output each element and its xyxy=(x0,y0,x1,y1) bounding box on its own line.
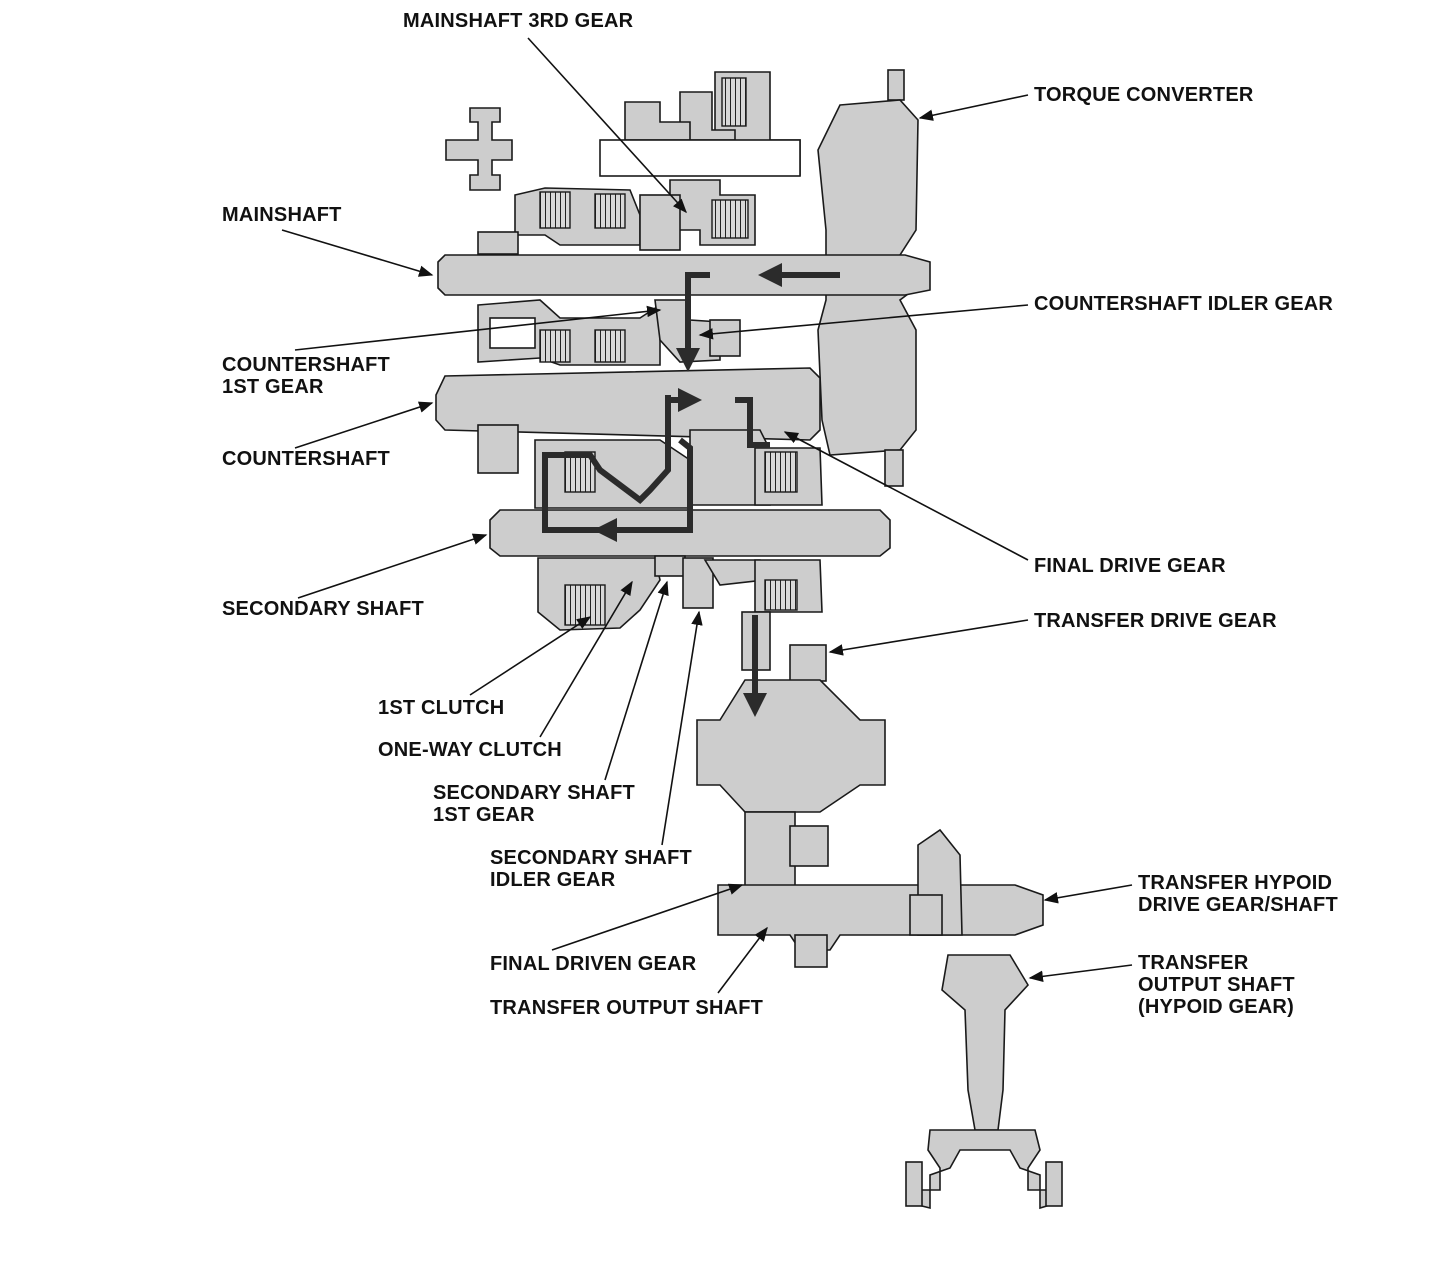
label-transfer-hypoid-drive-gear: TRANSFER HYPOID DRIVE GEAR/SHAFT xyxy=(1138,872,1338,916)
label-transfer-output-hypoid: TRANSFER OUTPUT SHAFT (HYPOID GEAR) xyxy=(1138,952,1295,1018)
leader-lines xyxy=(281,37,1133,994)
label-torque-converter: TORQUE CONVERTER xyxy=(1034,84,1254,106)
label-countershaft-1st-gear-line2: 1ST GEAR xyxy=(222,376,324,398)
label-transfer-output-shaft: TRANSFER OUTPUT SHAFT xyxy=(490,997,764,1019)
power-flow-path xyxy=(542,263,840,717)
label-secondary-shaft-idler-gear-line1: SECONDARY SHAFT xyxy=(490,847,692,869)
label-transfer-drive-gear: TRANSFER DRIVE GEAR xyxy=(1034,610,1277,632)
label-countershaft-idler-gear: COUNTERSHAFT IDLER GEAR xyxy=(1034,293,1334,315)
label-mainshaft: MAINSHAFT xyxy=(222,204,342,226)
label-secondary-shaft-1st-gear-line1: SECONDARY SHAFT xyxy=(433,782,635,804)
label-transfer-output-hypoid-line1: TRANSFER xyxy=(1138,952,1249,974)
label-mainshaft-3rd-gear: MAINSHAFT 3RD GEAR xyxy=(403,10,634,32)
transfer-assembly xyxy=(696,611,1044,968)
label-final-drive-gear: FINAL DRIVE GEAR xyxy=(1034,555,1226,577)
label-secondary-shaft-idler-gear: SECONDARY SHAFT IDLER GEAR xyxy=(490,847,692,891)
secondary-shaft-lower-cluster xyxy=(537,555,823,631)
label-transfer-hypoid-line1: TRANSFER HYPOID xyxy=(1138,872,1333,894)
label-secondary-shaft-idler-gear-line2: IDLER GEAR xyxy=(490,869,616,891)
label-countershaft-1st-gear: COUNTERSHAFT 1ST GEAR xyxy=(222,354,390,398)
label-1st-clutch: 1ST CLUTCH xyxy=(378,697,505,719)
transfer-output-hypoid xyxy=(905,954,1063,1210)
label-transfer-output-hypoid-line3: (HYPOID GEAR) xyxy=(1138,996,1294,1018)
countershaft-upper-cluster xyxy=(477,299,741,366)
label-secondary-shaft-1st-gear: SECONDARY SHAFT 1ST GEAR xyxy=(433,782,635,826)
label-transfer-hypoid-line2: DRIVE GEAR/SHAFT xyxy=(1138,894,1338,916)
label-one-way-clutch: ONE-WAY CLUTCH xyxy=(378,739,562,761)
label-countershaft-1st-gear-line1: COUNTERSHAFT xyxy=(222,354,390,376)
label-transfer-output-hypoid-line2: OUTPUT SHAFT xyxy=(1138,974,1295,996)
countershaft xyxy=(435,367,821,441)
mainshaft xyxy=(437,254,931,296)
mainshaft-upper-cluster xyxy=(445,71,801,255)
label-secondary-shaft: SECONDARY SHAFT xyxy=(222,598,424,620)
label-countershaft: COUNTERSHAFT xyxy=(222,448,390,470)
label-final-driven-gear: FINAL DRIVEN GEAR xyxy=(490,953,697,975)
label-secondary-shaft-1st-gear-line2: 1ST GEAR xyxy=(433,804,535,826)
